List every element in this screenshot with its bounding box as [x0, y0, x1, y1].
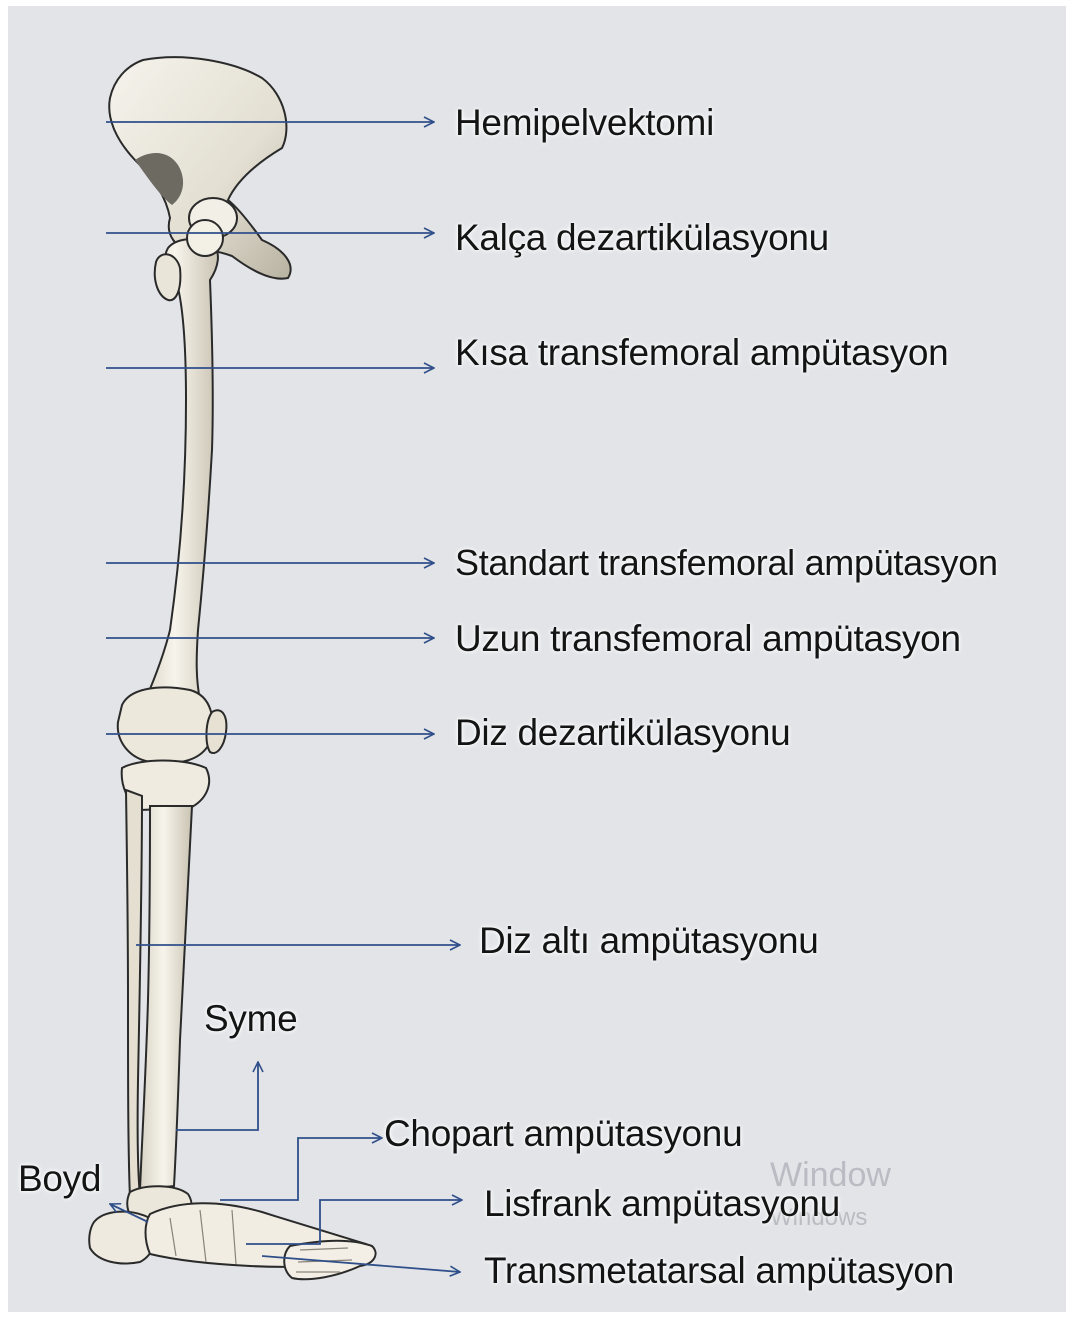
toes [284, 1241, 375, 1280]
label-kisa-transfemoral: Kısa transfemoral ampütasyon [455, 334, 948, 371]
femur-bone [140, 239, 218, 712]
bones [89, 57, 375, 1279]
label-syme: Syme [204, 1000, 297, 1037]
label-transmetatarsal: Transmetatarsal ampütasyon [484, 1252, 954, 1289]
tibia-bone [140, 806, 192, 1190]
fibula-bone [126, 790, 142, 1198]
label-hemipelvektomi: Hemipelvektomi [455, 104, 714, 141]
femoral-head [187, 220, 223, 256]
label-diz-dezartikulasyonu: Diz dezartikülasyonu [455, 714, 790, 751]
label-diz-alti: Diz altı ampütasyonu [479, 922, 819, 959]
label-chopart: Chopart ampütasyonu [384, 1115, 742, 1152]
label-lisfrank: Lisfrank ampütasyonu [484, 1185, 840, 1222]
chopart-arrow [220, 1138, 382, 1200]
label-kalca-dezartikulasyonu: Kalça dezartikülasyonu [455, 219, 829, 256]
syme-arrow [176, 1062, 258, 1130]
label-uzun-transfemoral: Uzun transfemoral ampütasyon [455, 620, 961, 657]
label-boyd: Boyd [18, 1160, 101, 1197]
greater-trochanter [155, 254, 181, 300]
patella [206, 710, 226, 753]
femoral-condyles [118, 687, 213, 763]
label-standart-transfemoral: Standart transfemoral ampütasyon [455, 545, 998, 581]
